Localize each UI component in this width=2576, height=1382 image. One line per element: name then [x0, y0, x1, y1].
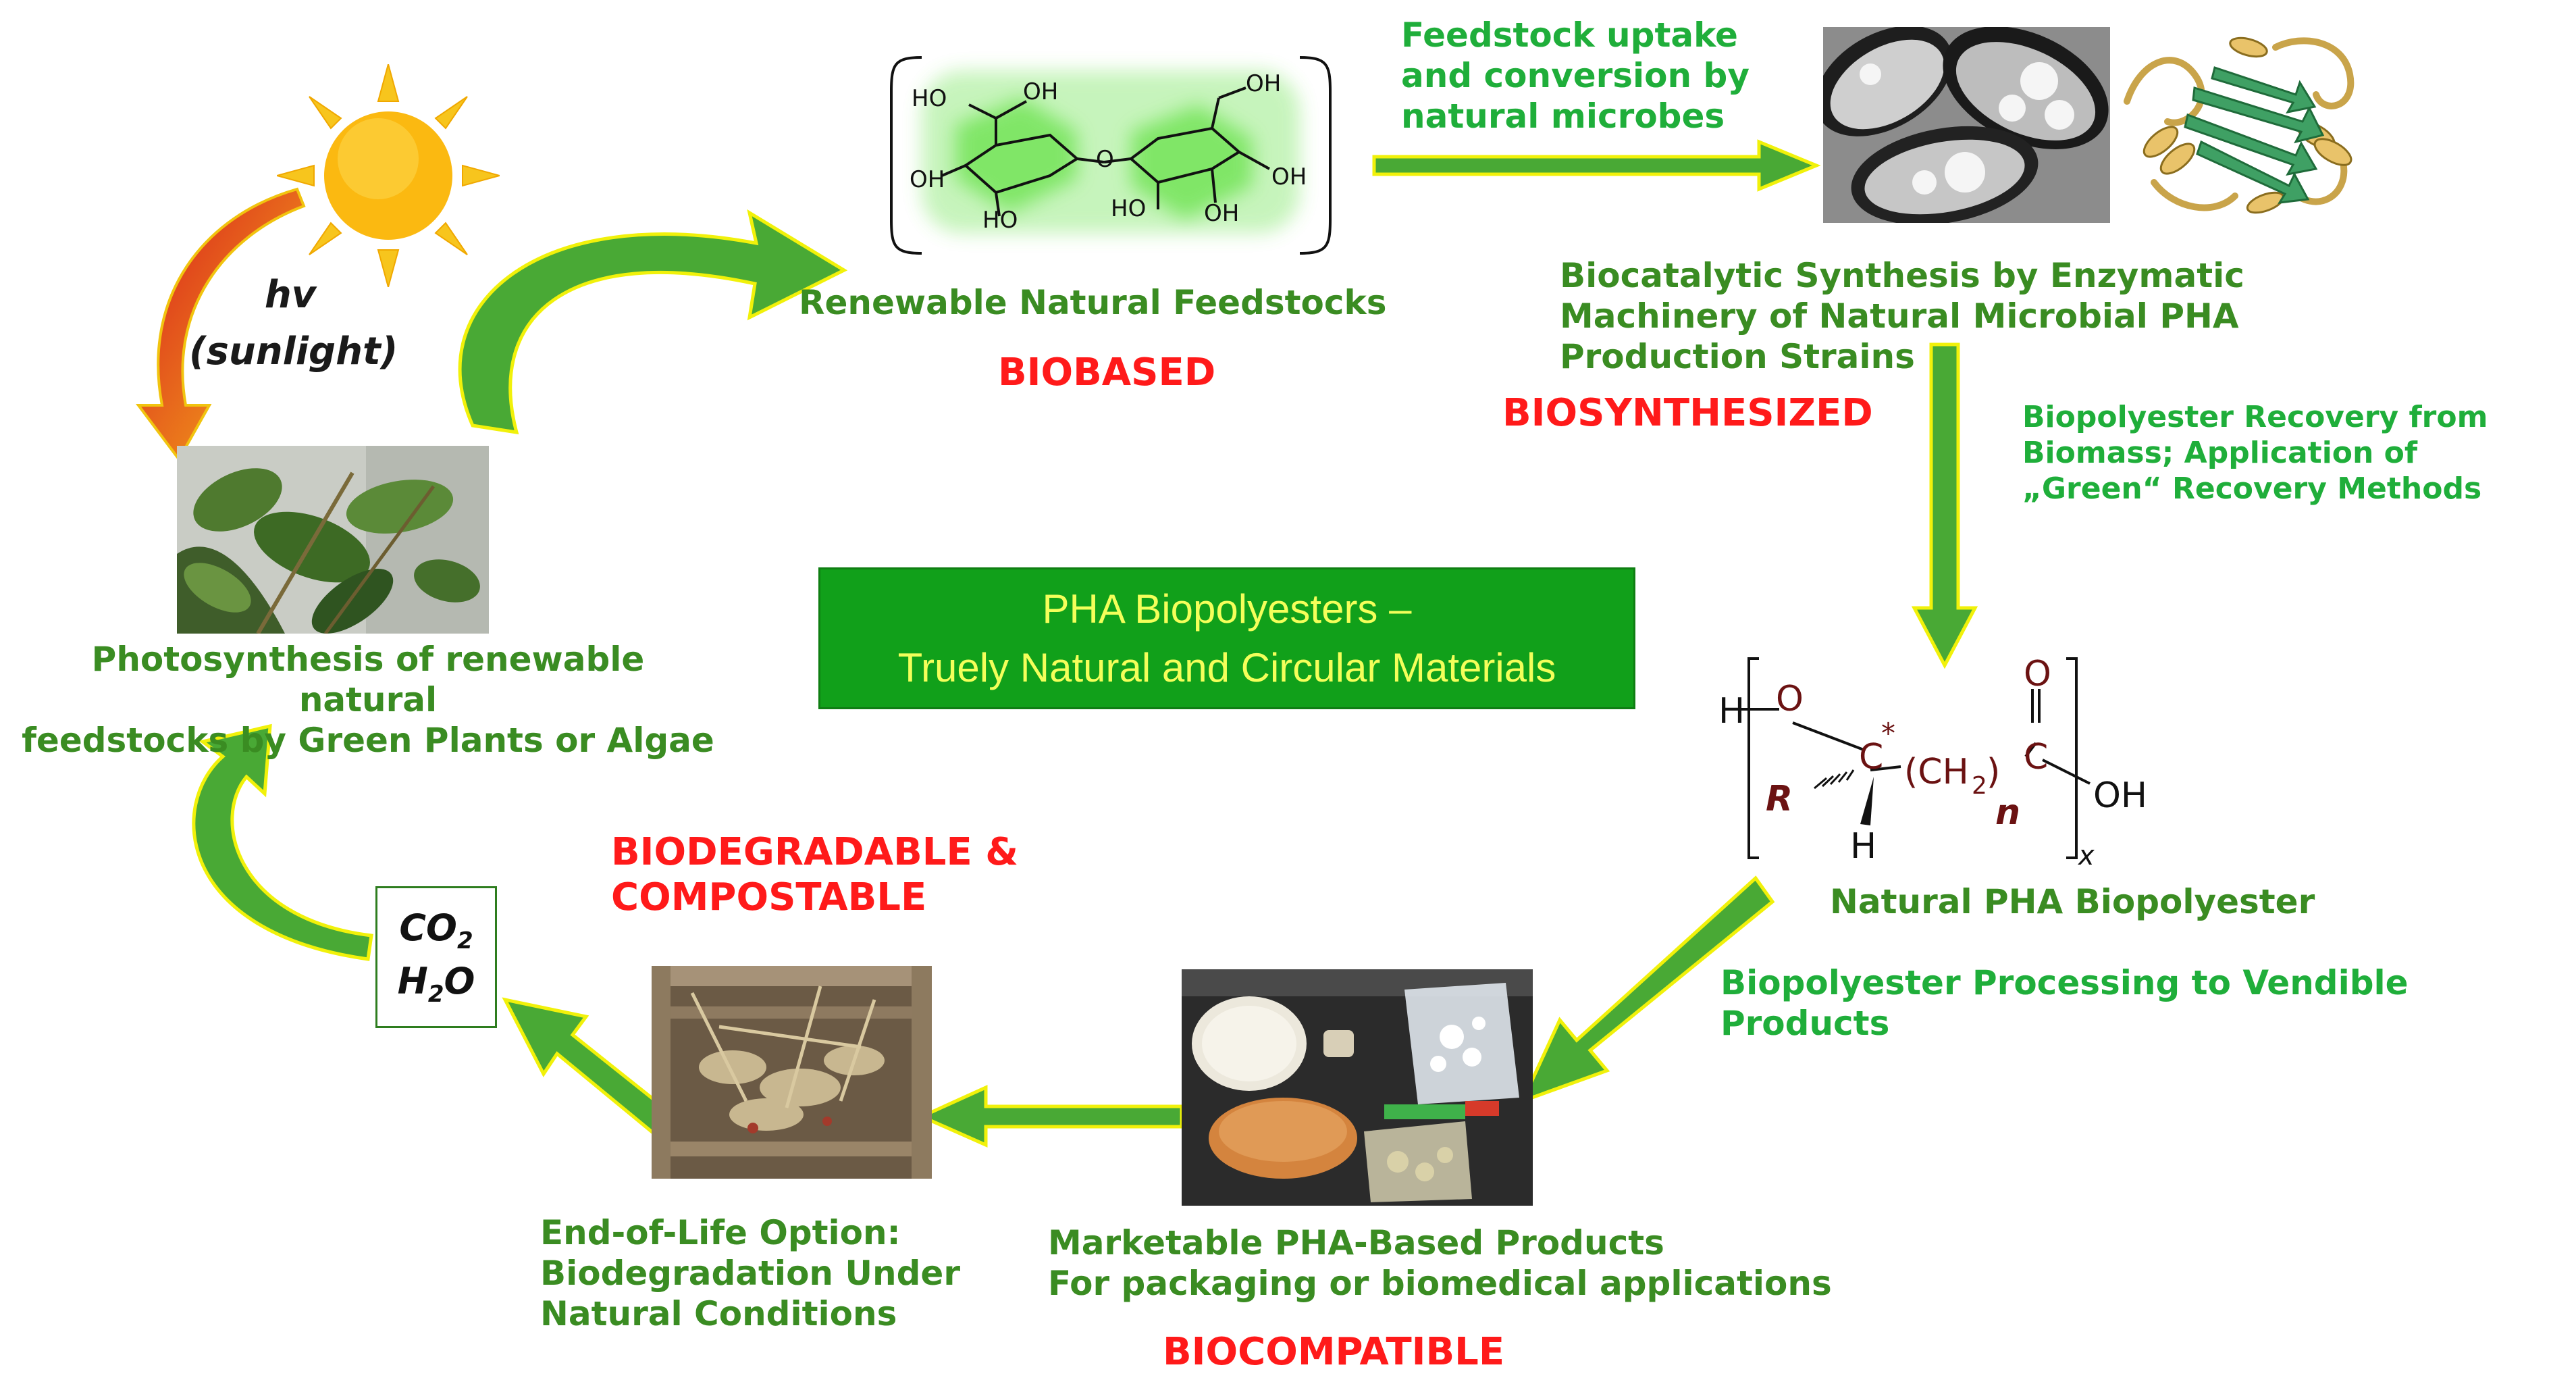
- pha-n: n: [1995, 792, 2020, 833]
- pha-h-left: H: [1718, 691, 1745, 732]
- biosynthesized-tag: BIOSYNTHESIZED: [1502, 391, 1873, 435]
- feedstock-caption: Renewable Natural Feedstocks: [799, 283, 1387, 322]
- microbe-photo: [1823, 27, 2110, 223]
- plant-to-feedstock-arrow: [458, 209, 848, 435]
- mol-label-2: OH: [1023, 78, 1058, 105]
- pha-x: x: [2077, 840, 2095, 871]
- enzyme-structure-icon: [2124, 36, 2355, 214]
- center-title-box: PHA Biopolyesters – Truely Natural and C…: [818, 567, 1635, 709]
- pha-ch2: (CH: [1904, 752, 1969, 792]
- pha-paren: ): [1987, 752, 2000, 792]
- polymer-caption: Natural PHA Biopolyester: [1830, 882, 2315, 921]
- microbe-to-polymer-arrow: [1911, 342, 1978, 669]
- center-title-line2: Truely Natural and Circular Materials: [897, 645, 1556, 690]
- mol-label-4: O: [1096, 146, 1114, 173]
- sunlight-label: hv (sunlight): [189, 267, 398, 380]
- co2-h2o-box: CO2 H2O: [375, 886, 497, 1028]
- pha-oh: OH: [2093, 775, 2147, 816]
- co2-to-plant-arrow: [192, 723, 373, 961]
- processing-caption: Biopolyester Processing to Vendible Prod…: [1720, 963, 2409, 1043]
- h2o-label: H2O: [397, 960, 475, 1008]
- pha-r: R: [1766, 779, 1793, 819]
- feedstock-molecule: HO OH OH O HO OH HO OH OH: [890, 56, 1332, 255]
- sun-icon: [277, 64, 500, 287]
- photosynthesis-caption: Photosynthesis of renewable natural feed…: [22, 640, 714, 760]
- plant-photo: [177, 446, 489, 634]
- feedstock-to-microbe-arrow: [1372, 139, 1821, 192]
- pha-c-carbonyl: C: [2024, 737, 2048, 777]
- pha-two: 2: [1972, 772, 1987, 800]
- biodegradable-tag: BIODEGRADABLE & COMPOSTABLE: [611, 830, 1019, 920]
- mol-label-7: HO: [982, 207, 1018, 234]
- mol-label-5: HO: [1111, 195, 1146, 222]
- pha-star: *: [1881, 717, 1895, 750]
- uptake-caption: Feedstock uptake and conversion by natur…: [1401, 16, 1750, 136]
- biobased-tag: BIOBASED: [998, 351, 1216, 394]
- end-of-life-caption: End-of-Life Option: Biodegradation Under…: [540, 1213, 960, 1333]
- products-to-compost-arrow: [917, 1085, 1184, 1148]
- pha-structure: H O C * R H (CH 2 ) n C O OH x: [1718, 654, 2147, 871]
- biocompatible-tag: BIOCOMPATIBLE: [1163, 1330, 1505, 1374]
- mol-label-9: OH: [1204, 200, 1239, 227]
- products-caption: Marketable PHA-Based Products For packag…: [1048, 1223, 1832, 1303]
- compost-photo: [652, 966, 932, 1179]
- mol-label-1: HO: [912, 85, 947, 112]
- pha-h-bottom: H: [1850, 826, 1876, 867]
- mol-label-3: OH: [910, 166, 945, 193]
- pha-o-ring: O: [1776, 679, 1804, 719]
- sunlight-text: (sunlight): [189, 330, 398, 374]
- recovery-caption: Biopolyester Recovery from Biomass; Appl…: [2022, 400, 2488, 506]
- pha-c-star: C: [1859, 737, 1883, 777]
- center-title-line1: PHA Biopolyesters –: [1042, 586, 1412, 632]
- biosynthesis-caption: Biocatalytic Synthesis by Enzymatic Mach…: [1560, 256, 2244, 376]
- polymer-to-products-arrow: [1519, 875, 1775, 1104]
- products-photo: [1182, 969, 1533, 1206]
- co2-label: CO2: [399, 906, 473, 955]
- mol-label-6: OH: [1246, 70, 1281, 97]
- hv-text: hv: [264, 273, 317, 317]
- pha-o-top: O: [2024, 654, 2051, 694]
- mol-label-8: OH: [1271, 163, 1307, 190]
